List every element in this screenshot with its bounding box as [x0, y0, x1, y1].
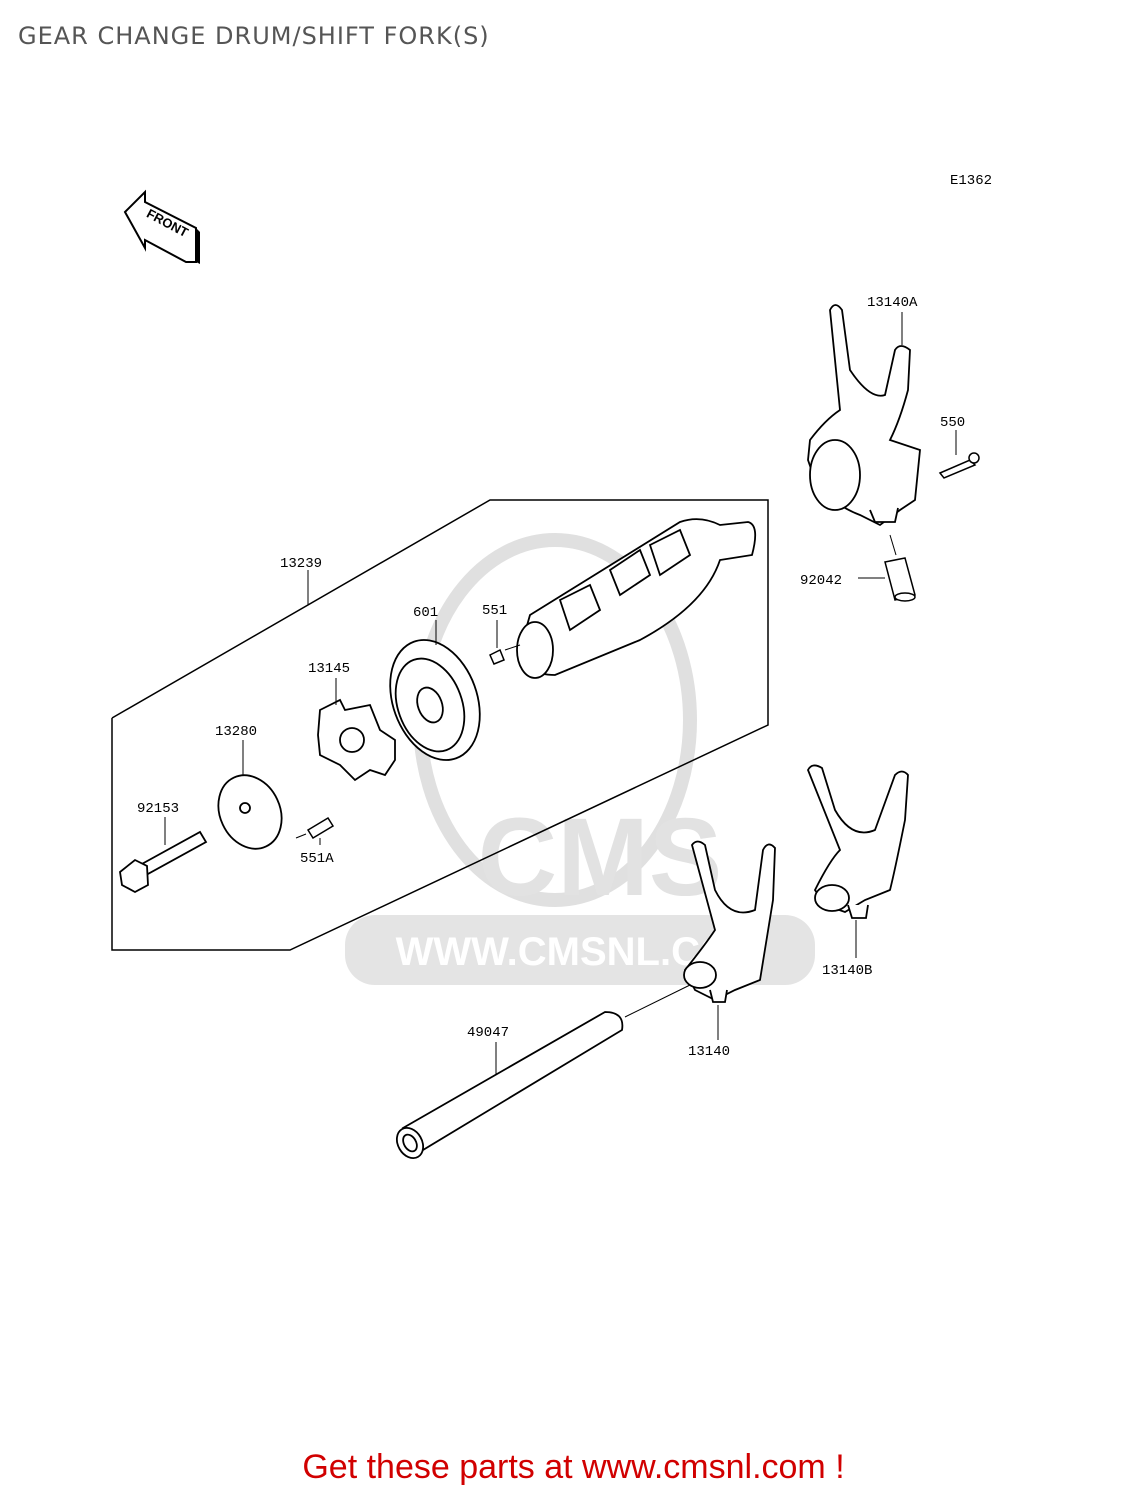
- shift-fork-13140a: [807, 304, 921, 527]
- pin-92042: [884, 557, 916, 602]
- shift-fork-13140b: [807, 764, 909, 919]
- label-551a: 551A: [300, 851, 334, 867]
- label-13140a: 13140A: [867, 295, 918, 311]
- label-92153: 92153: [137, 801, 179, 817]
- bearing-601: [389, 639, 481, 761]
- plate-13280: [217, 774, 283, 850]
- shift-fork-13140: [683, 840, 776, 1003]
- front-arrow-icon: FRONT: [123, 189, 200, 264]
- drum-assembly-outline: [111, 499, 769, 951]
- label-13145: 13145: [308, 661, 350, 677]
- cmsnl-parts-link[interactable]: Get these parts at www.cmsnl.com !: [302, 1448, 845, 1486]
- label-13140: 13140: [688, 1044, 730, 1060]
- pin-551: [489, 648, 505, 665]
- pin-551a: [306, 816, 335, 840]
- page-title: GEAR CHANGE DRUM/SHIFT FORK(S): [18, 22, 490, 50]
- label-13280: 13280: [215, 724, 257, 740]
- label-551: 551: [482, 603, 507, 619]
- gear-change-drum: [516, 518, 757, 679]
- label-550: 550: [940, 415, 965, 431]
- label-49047: 49047: [467, 1025, 509, 1041]
- diagram-code: E1362: [950, 173, 992, 189]
- label-601: 601: [413, 605, 438, 621]
- watermark-logo: CMS: [478, 796, 722, 919]
- cam-13145: [317, 698, 396, 782]
- bolt-92153: [119, 830, 208, 894]
- label-13239: 13239: [280, 556, 322, 572]
- shaft-49047: [395, 1011, 624, 1159]
- label-92042: 92042: [800, 573, 842, 589]
- pin-550: [938, 452, 980, 479]
- label-13140b: 13140B: [822, 963, 872, 979]
